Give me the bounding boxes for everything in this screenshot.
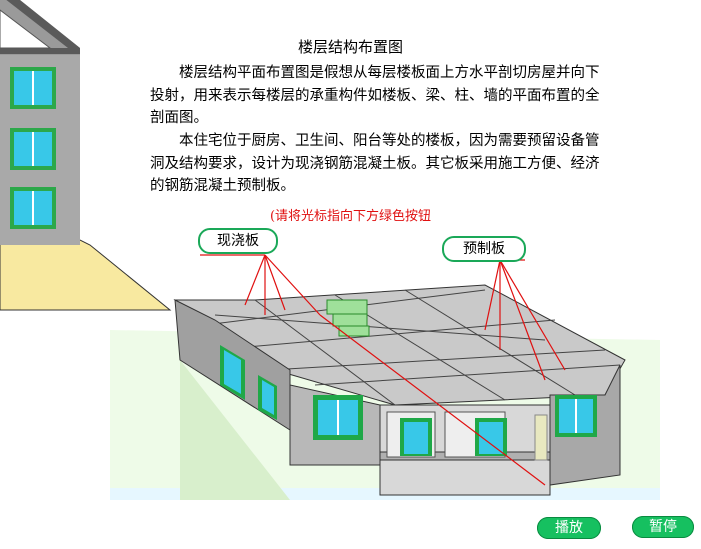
cast-in-place-label-button[interactable]: 现浇板 (198, 228, 278, 254)
side-window-3 (10, 187, 56, 229)
paragraph-1: 楼层结构平面布置图是假想从每层楼板面上方水平剖切房屋并向下投射，用来表示每楼层的… (150, 65, 600, 126)
house-door-2 (475, 418, 507, 456)
side-window-2 (10, 128, 56, 170)
house-window-left-2 (258, 375, 277, 420)
cast-in-place-pointer-lines (200, 254, 546, 486)
pause-button[interactable]: 暂停 (632, 516, 694, 538)
house-structure-illustration (110, 254, 660, 500)
hint-text: (请将光标指向下方绿色按钮 (269, 209, 432, 224)
house-door-1 (400, 418, 432, 456)
play-button[interactable]: 播放 (537, 517, 601, 539)
paragraph-2: 本住宅位于厨房、卫生间、阳台等处的楼板，因为需要预留设备管洞及结构要求，设计为现… (150, 133, 600, 194)
house-window-front (313, 395, 363, 440)
precast-label-button[interactable]: 预制板 (442, 236, 526, 262)
side-window-1 (10, 67, 56, 109)
house-window-left-1 (220, 345, 245, 400)
house-window-right (555, 395, 597, 437)
side-building-illustration (0, 0, 172, 311)
page-title: 楼层结构布置图 (297, 38, 403, 56)
